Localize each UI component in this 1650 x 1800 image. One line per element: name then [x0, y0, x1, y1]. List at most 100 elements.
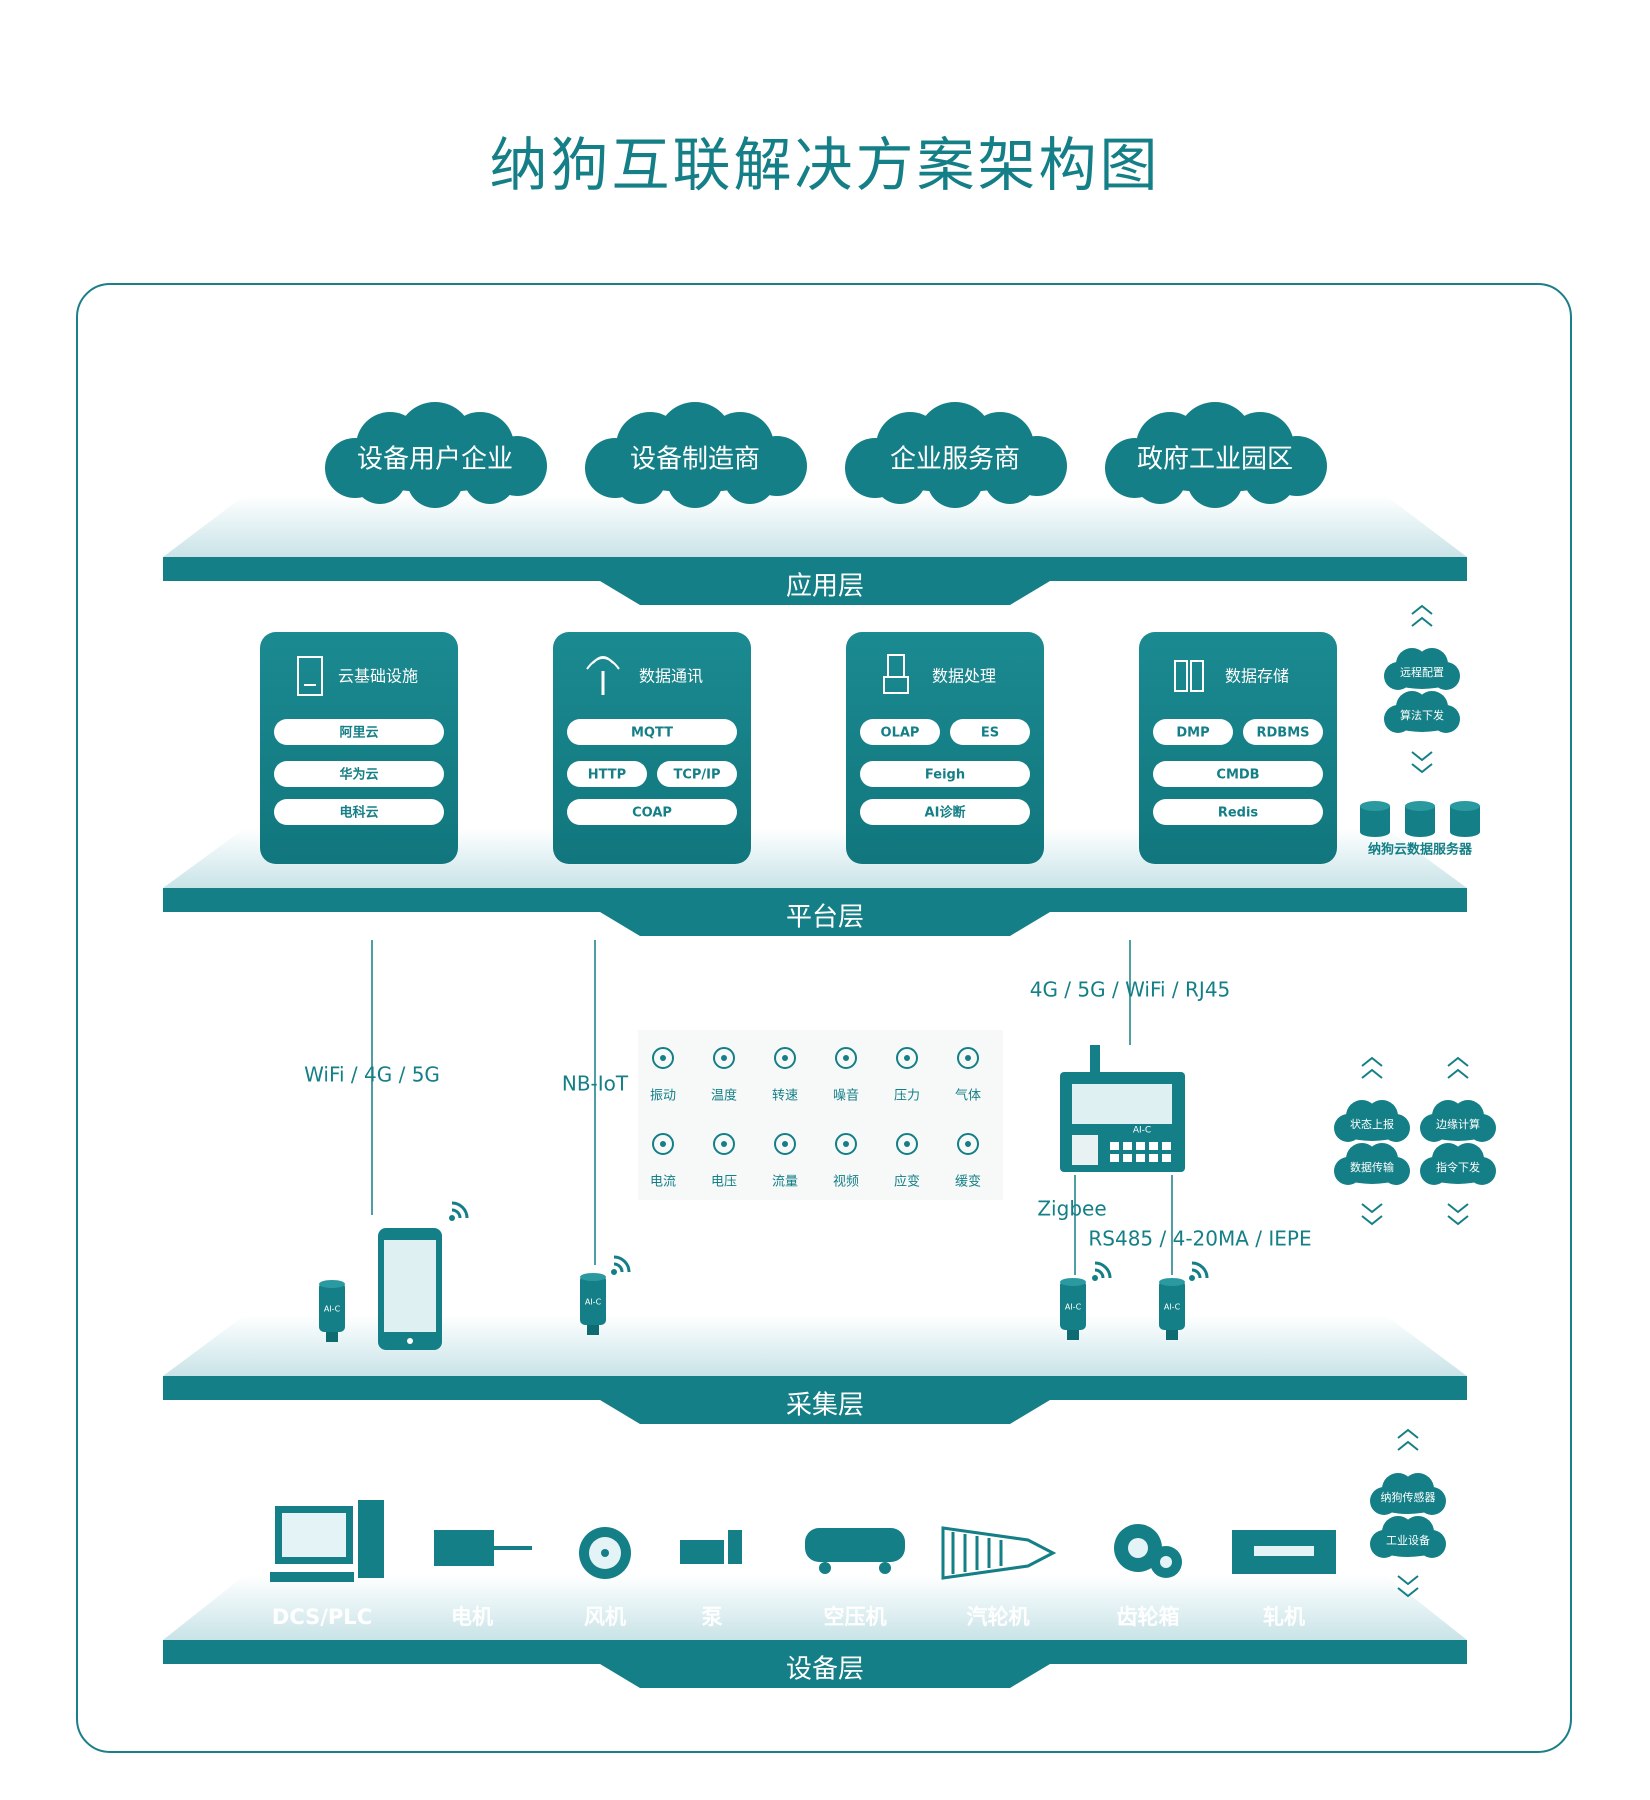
sensor-node	[1159, 1278, 1185, 1340]
db-bottom	[1450, 827, 1480, 837]
mini-cloud-label: 指令下发	[1436, 1160, 1480, 1174]
device-label: 轧机	[1263, 1605, 1305, 1629]
platform-pill	[860, 799, 1030, 825]
phone-button	[407, 1338, 413, 1344]
platform-pill-label: 阿里云	[339, 726, 378, 741]
mini-cloud-command	[1420, 1143, 1496, 1185]
turbine-outline	[941, 1526, 1057, 1580]
cloud-body	[1115, 432, 1315, 492]
platform-pill	[860, 761, 1030, 787]
page-title: 纳狗互联解决方案架构图	[489, 131, 1161, 199]
sensor-base	[326, 1332, 338, 1342]
turbine-icon	[941, 1526, 1057, 1580]
antenna-icon	[586, 656, 620, 695]
mini-cloud-status-report	[1334, 1100, 1410, 1142]
measurement-label: 转速	[772, 1089, 798, 1104]
platform-pill-label: Feigh	[925, 768, 965, 783]
tower	[358, 1500, 384, 1578]
platform-pill-label: Redis	[1218, 806, 1259, 821]
cloud-label: 政府工业园区	[1137, 445, 1293, 475]
cloud-body	[1372, 1486, 1444, 1514]
platform-card-title: 数据存储	[1225, 667, 1289, 686]
chevron-line	[1411, 604, 1433, 615]
platform-pill	[567, 719, 737, 745]
chevron-line	[1447, 1056, 1469, 1067]
measurement-panel	[638, 1030, 1003, 1200]
sensor-body	[1060, 1280, 1086, 1330]
measurement-label: 气体	[955, 1088, 981, 1104]
platform-pill	[274, 799, 444, 825]
device-label: 电机	[451, 1605, 493, 1629]
device-label: 泵	[702, 1605, 723, 1629]
device-label: 风机	[584, 1605, 626, 1629]
device-layer-surface	[163, 1575, 1467, 1640]
speed-gauge-icon	[774, 1047, 796, 1069]
wave-dot	[1092, 1275, 1098, 1281]
icon-dot	[965, 1141, 971, 1147]
gateway-port	[1162, 1154, 1171, 1162]
gearbox-icon	[1114, 1524, 1182, 1578]
platform-pill	[1153, 719, 1233, 745]
platform-pill-label: ES	[981, 726, 999, 741]
voltage-icon	[713, 1133, 735, 1155]
sensor-base	[587, 1325, 599, 1335]
device-layer-tab	[600, 1664, 1050, 1688]
chevron-line	[1447, 1203, 1469, 1214]
gateway-panel	[1072, 1135, 1098, 1165]
chevron-down-icon	[1397, 1575, 1419, 1598]
icon-dot	[843, 1141, 849, 1147]
db-bottom	[1405, 827, 1435, 837]
platform-pill-label: AI诊断	[925, 805, 966, 821]
icon-ring	[896, 1047, 918, 1069]
platform-card-title: 云基础设施	[338, 667, 418, 686]
cloud-body	[1422, 1156, 1494, 1184]
measurement-label: 温度	[711, 1088, 737, 1104]
mini-cloud-industrial-equipment	[1370, 1516, 1446, 1558]
device-layer-bar	[163, 1640, 1467, 1664]
gateway-antenna	[1090, 1045, 1100, 1075]
db-top	[1360, 801, 1390, 811]
icon-part	[883, 676, 909, 694]
chevron-line	[1361, 1215, 1383, 1226]
diagram-frame	[76, 283, 1572, 1753]
mini-cloud-label: 数据传输	[1350, 1160, 1394, 1174]
mini-cloud-data-transfer	[1334, 1143, 1410, 1185]
mini-cloud-label: 纳狗传感器	[1381, 1491, 1436, 1504]
chevron-up-icon	[1361, 1056, 1383, 1079]
db-top	[1405, 801, 1435, 811]
platform-pill-label: CMDB	[1216, 768, 1259, 783]
flow-icon	[774, 1133, 796, 1155]
wave-dot	[449, 1215, 455, 1221]
wave-arc	[451, 1208, 462, 1219]
platform-pill-label: TCP/IP	[673, 768, 720, 783]
gear-hole	[1160, 1556, 1172, 1568]
chevron-line	[1411, 751, 1433, 762]
cloud-body	[855, 432, 1055, 492]
keyboard	[270, 1572, 354, 1582]
rolling-mill-icon	[1232, 1530, 1336, 1574]
cloud-body	[1336, 1113, 1408, 1141]
platform-card-title: 数据处理	[932, 667, 996, 686]
gateway-port	[1149, 1154, 1158, 1162]
icon-ring	[774, 1133, 796, 1155]
platform-pill-label: HTTP	[588, 768, 626, 783]
cloud-body	[1386, 661, 1458, 689]
icon-ring	[774, 1047, 796, 1069]
application-layer-tab	[600, 581, 1050, 605]
icon-ring	[957, 1133, 979, 1155]
sensor-cap	[580, 1273, 606, 1281]
collection-layer-surface	[163, 1315, 1467, 1376]
platform-pill-label: DMP	[1176, 726, 1209, 741]
icon-dot	[843, 1055, 849, 1061]
wave-arc	[613, 1262, 624, 1273]
mini-cloud-algorithm	[1384, 691, 1460, 733]
sensor-label: AI-C	[1164, 1303, 1181, 1312]
platform-pill	[950, 719, 1030, 745]
platform-pill-label: COAP	[632, 806, 672, 821]
device-label: 齿轮箱	[1117, 1605, 1180, 1629]
sensor-label: AI-C	[324, 1305, 341, 1314]
sensor-base	[1067, 1330, 1079, 1340]
measurement-label: 流量	[772, 1175, 798, 1190]
device-label: DCS/PLC	[272, 1605, 372, 1629]
tank	[805, 1528, 905, 1562]
